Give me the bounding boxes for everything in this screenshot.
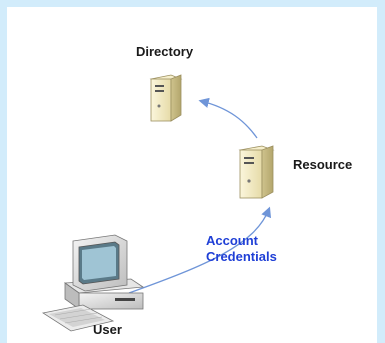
node-label-directory: Directory [136, 44, 194, 59]
arrow-user-to-resource [128, 206, 272, 294]
diagram-graphics [41, 74, 275, 332]
edge-label-line-1: Account [206, 233, 258, 248]
arrow-resource-to-directory [198, 97, 258, 139]
directory-server-icon [149, 74, 183, 122]
node-label-resource: Resource [293, 157, 353, 172]
diagram-canvas: Directory Resource User Account Credenti… [7, 7, 377, 343]
user-computer-icon [41, 234, 145, 332]
resource-server-icon [238, 145, 275, 199]
node-label-user: User [93, 322, 122, 337]
edge-label-line-2: Credentials [206, 249, 277, 264]
edge-label-account-credentials: Account Credentials [206, 233, 277, 265]
